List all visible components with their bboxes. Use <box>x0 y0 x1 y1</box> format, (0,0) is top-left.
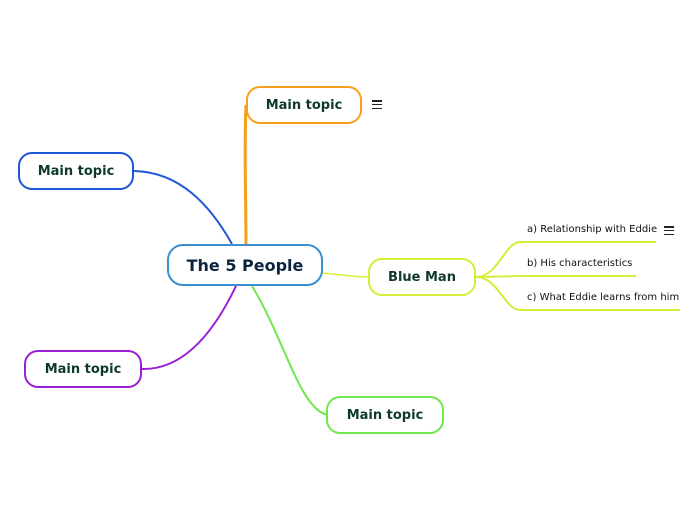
subtopic-lessons[interactable]: c) What Eddie learns from him <box>527 292 680 303</box>
menu-lines-icon[interactable] <box>664 226 674 235</box>
subtopic-characteristics[interactable]: b) His characteristics <box>527 258 633 269</box>
subtopic-relationship[interactable]: a) Relationship with Eddie <box>527 224 658 235</box>
menu-lines-icon[interactable] <box>372 100 382 109</box>
main-topic-blue-man[interactable]: Blue Man <box>368 258 476 296</box>
main-topic-blue[interactable]: Main topic <box>18 152 134 190</box>
connector-purple <box>141 285 237 371</box>
subtopic-connector-b <box>475 275 636 278</box>
subtopic-connector-a <box>475 241 656 278</box>
connector-blue <box>133 170 233 245</box>
connector-yellow <box>321 272 370 278</box>
central-topic[interactable]: The 5 People <box>167 244 323 286</box>
subtopic-connector-c <box>475 276 680 311</box>
main-topic-purple[interactable]: Main topic <box>24 350 142 388</box>
connector-orange <box>243 104 248 245</box>
main-topic-orange[interactable]: Main topic <box>246 86 362 124</box>
connector-green <box>251 285 329 416</box>
main-topic-green[interactable]: Main topic <box>326 396 444 434</box>
